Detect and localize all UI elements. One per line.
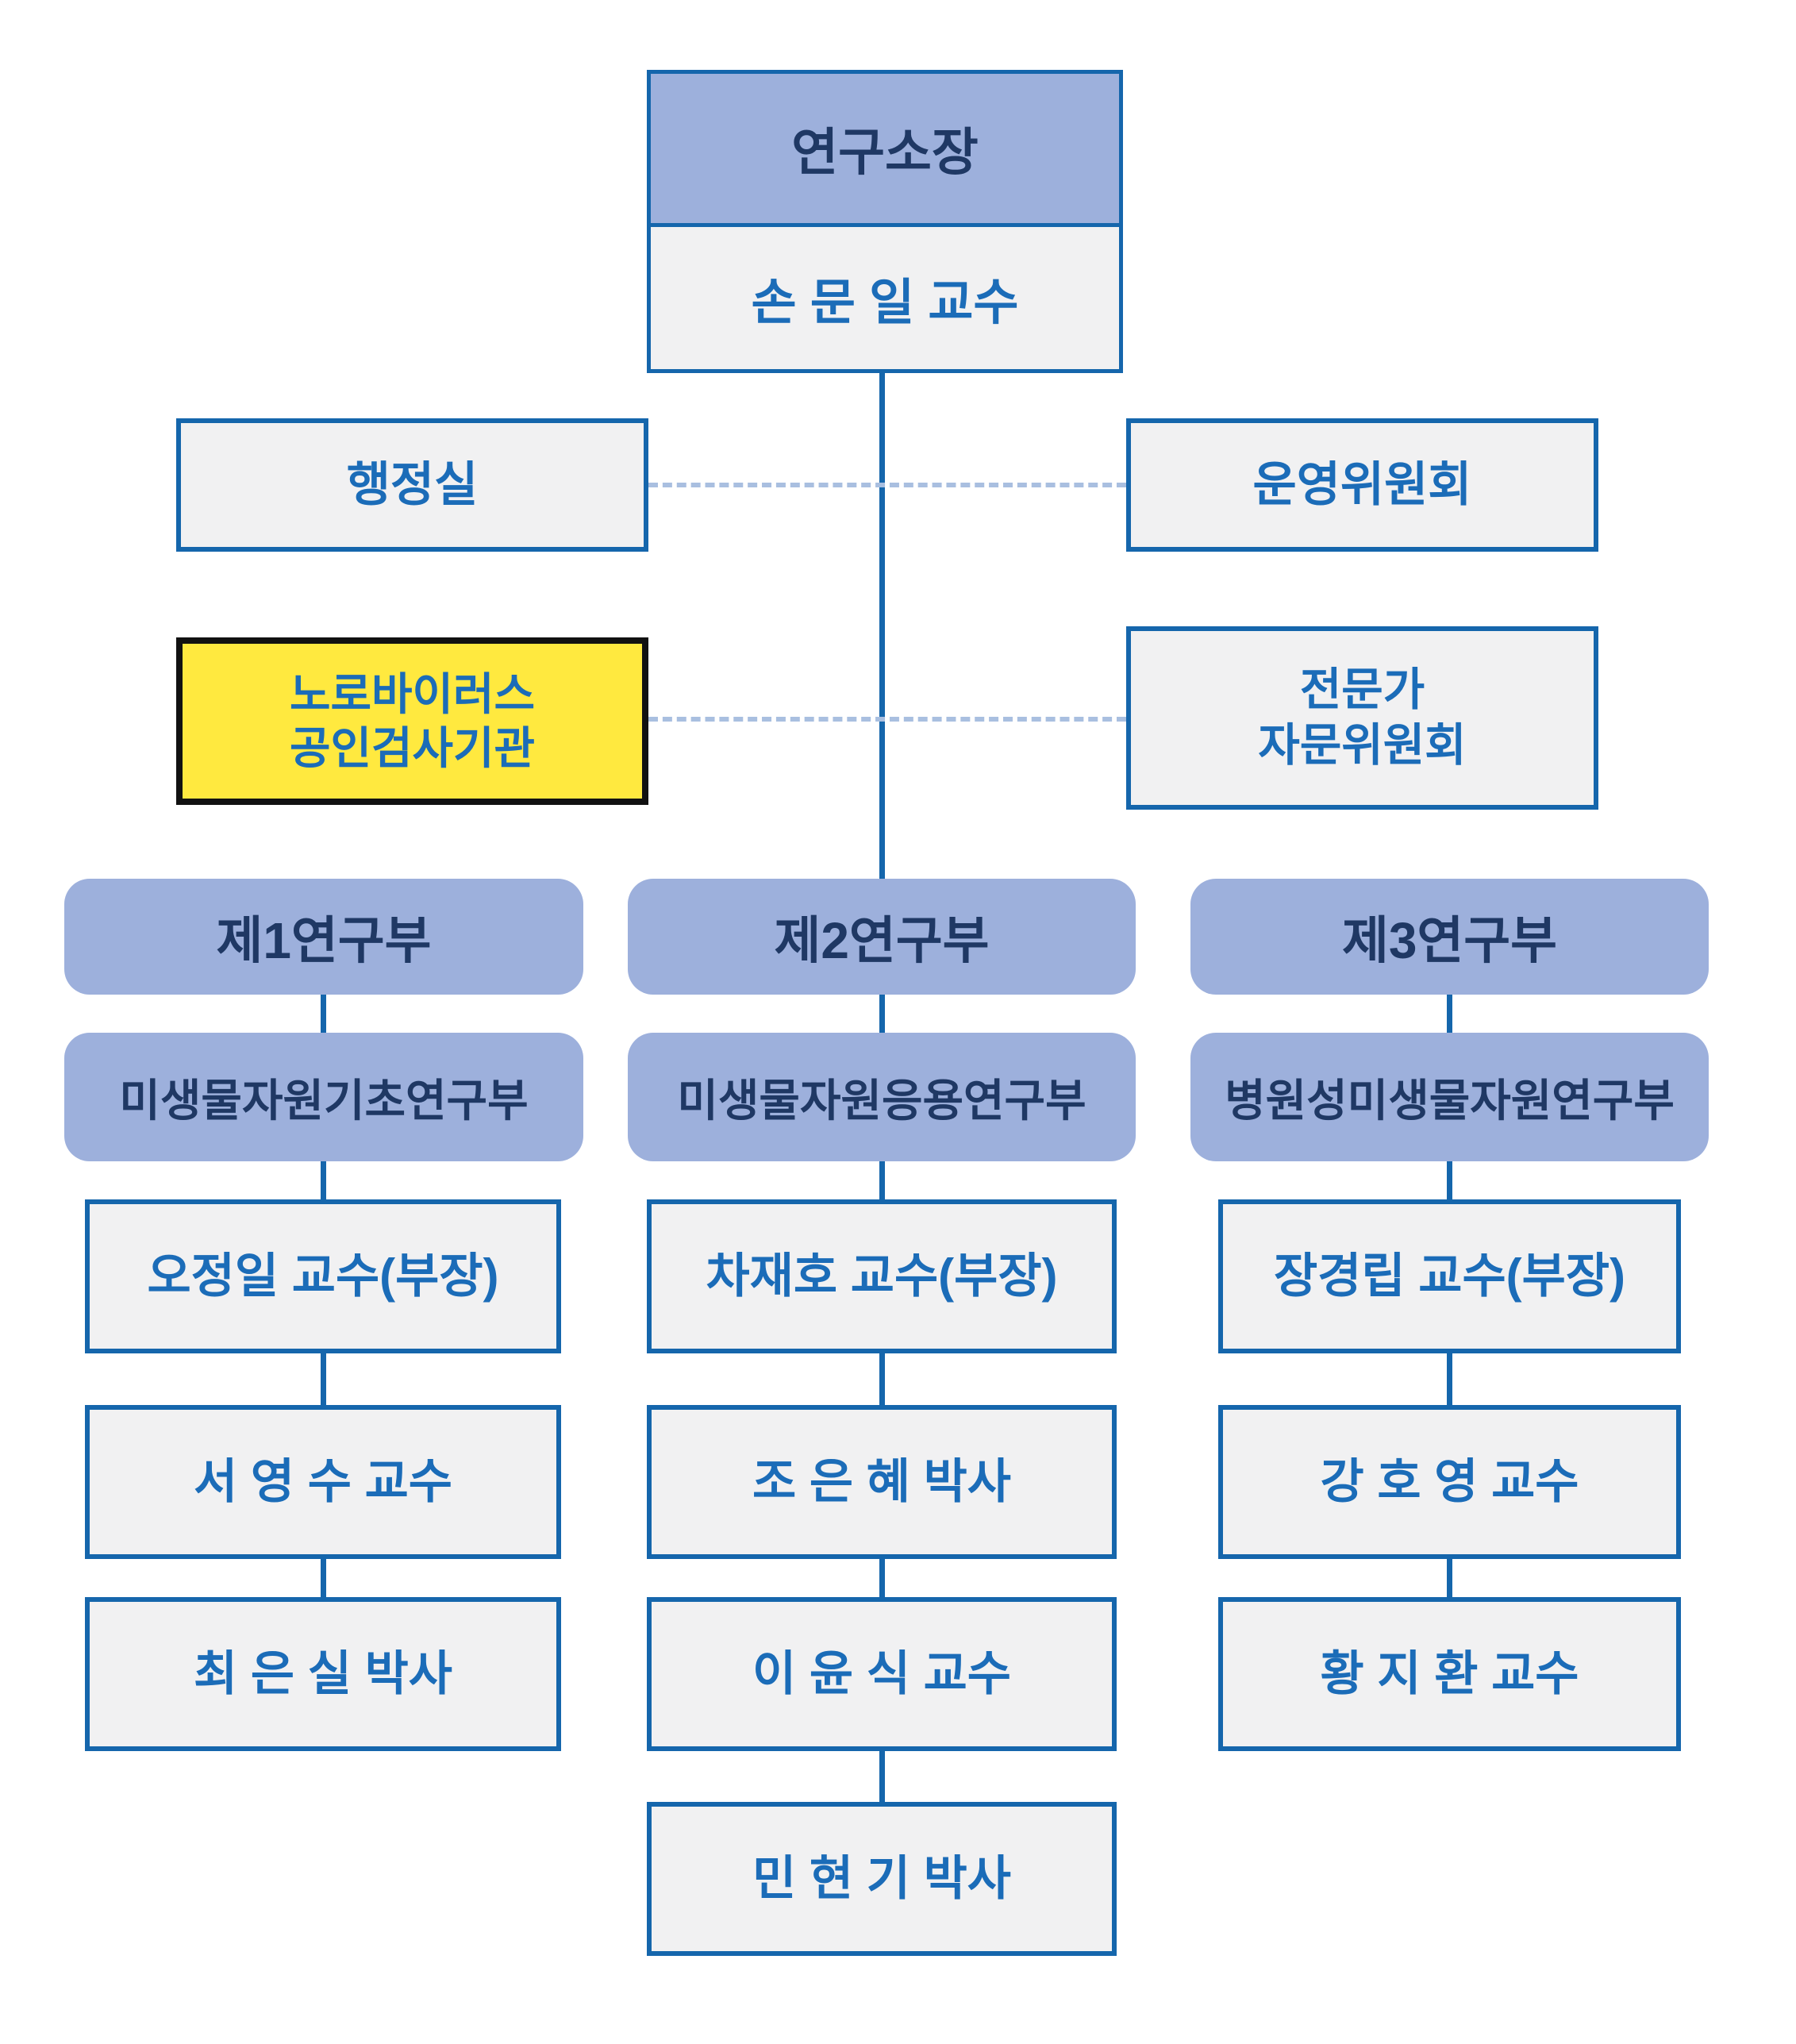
director-box: 연구소장 손 문 일 교수 — [647, 70, 1123, 373]
dept2-member-box-1: 차재호 교수(부장) — [647, 1199, 1117, 1353]
admin-office-box: 행정실 — [176, 418, 648, 552]
dept1-connector-subtitle-m1 — [321, 1161, 326, 1199]
dept2-connector-subtitle-m1 — [879, 1161, 885, 1199]
advisory-committee-line1: 전문가 — [1299, 664, 1425, 715]
norovirus-lab-line1: 노로바이러스 — [289, 669, 536, 720]
dept2-member-box-4: 민 현 기 박사 — [647, 1802, 1117, 1956]
expert-advisory-committee-box: 전문가 자문위원회 — [1126, 626, 1598, 810]
director-title: 연구소장 — [651, 74, 1119, 227]
dept2-member-box-2: 조 은 혜 박사 — [647, 1405, 1117, 1559]
dept2-member-box-3: 이 윤 식 교수 — [647, 1597, 1117, 1751]
dept3-subtitle-box: 병원성미생물자원연구부 — [1190, 1033, 1709, 1161]
dept3-connector-title-subtitle — [1447, 995, 1452, 1033]
director-name: 손 문 일 교수 — [651, 226, 1119, 369]
dept1-member-box-2: 서 영 수 교수 — [85, 1405, 561, 1559]
dept2-connector-title-subtitle — [879, 995, 885, 1033]
dept2-subtitle-box: 미생물자원응용연구부 — [628, 1033, 1136, 1161]
dept1-member-box-3: 최 은 실 박사 — [85, 1597, 561, 1751]
dept3-connector-m2-m3 — [1447, 1559, 1452, 1597]
trunk-connector-line — [879, 373, 885, 879]
dept1-connector-m1-m2 — [321, 1353, 326, 1405]
dept2-title-box: 제2연구부 — [628, 879, 1136, 995]
dept1-member-box-1: 오정일 교수(부장) — [85, 1199, 561, 1353]
advisory-committee-line2: 자문위원회 — [1258, 719, 1467, 771]
dept1-connector-title-subtitle — [321, 995, 326, 1033]
dept2-connector-m1-m2 — [879, 1353, 885, 1405]
dept2-connector-m3-m4 — [879, 1751, 885, 1802]
norovirus-lab-line2: 공인검사기관 — [289, 722, 536, 773]
steering-committee-box: 운영위원회 — [1126, 418, 1598, 552]
dept3-member-box-2: 강 호 영 교수 — [1218, 1405, 1681, 1559]
admin-dashed-connector — [648, 483, 1126, 487]
norovirus-accredited-lab-box: 노로바이러스 공인검사기관 — [176, 637, 648, 805]
dept3-member-box-1: 장경립 교수(부장) — [1218, 1199, 1681, 1353]
dept3-connector-m1-m2 — [1447, 1353, 1452, 1405]
dept3-title-box: 제3연구부 — [1190, 879, 1709, 995]
dept3-member-box-3: 황 지 환 교수 — [1218, 1597, 1681, 1751]
dept1-subtitle-box: 미생물자원기초연구부 — [64, 1033, 583, 1161]
admin-office-label: 행정실 — [346, 458, 479, 512]
steering-committee-label: 운영위원회 — [1252, 458, 1472, 512]
dept3-connector-subtitle-m1 — [1447, 1161, 1452, 1199]
advisory-dashed-connector — [648, 717, 1126, 722]
dept1-title-box: 제1연구부 — [64, 879, 583, 995]
dept2-connector-m2-m3 — [879, 1559, 885, 1597]
dept1-connector-m2-m3 — [321, 1559, 326, 1597]
